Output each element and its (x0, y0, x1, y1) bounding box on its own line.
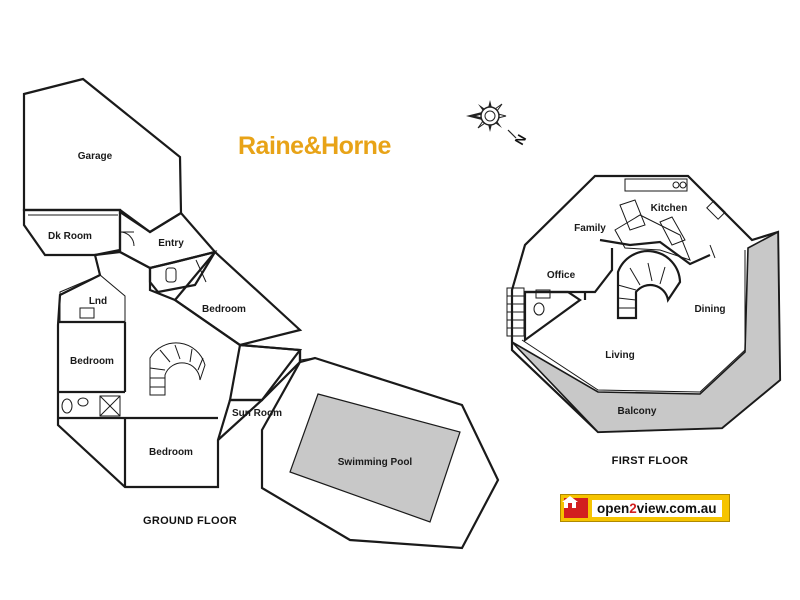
ground-floor-plan (22, 77, 500, 550)
room-label-bedroom-bottom: Bedroom (149, 447, 193, 458)
room-label-swimming-pool: Swimming Pool (338, 457, 413, 468)
open2view-url: open2view.com.au (592, 499, 722, 517)
balcony-area (511, 230, 781, 433)
compass-north-label: N (512, 132, 530, 148)
url-suffix: view.com.au (636, 500, 717, 516)
brand-name: Raine&Horne (238, 132, 391, 160)
room-label-lnd: Lnd (89, 296, 107, 307)
ground-floor-title: GROUND FLOOR (143, 515, 237, 527)
room-label-office: Office (547, 270, 576, 281)
room-label-kitchen: Kitchen (651, 203, 688, 214)
room-label-entry: Entry (158, 238, 184, 249)
pool-area-outline (260, 356, 500, 550)
compass-icon (466, 100, 517, 139)
room-label-dining: Dining (694, 304, 725, 315)
open2view-watermark: open2view.com.au (560, 494, 730, 522)
room-label-bedroom-left: Bedroom (70, 356, 114, 367)
room-label-family: Family (574, 223, 606, 234)
room-label-living: Living (605, 350, 634, 361)
room-label-sun-room: Sun Room (232, 408, 282, 419)
room-label-balcony: Balcony (618, 406, 657, 417)
room-label-bedroom-upper: Bedroom (202, 304, 246, 315)
first-floor-plan (506, 174, 782, 434)
url-digit: 2 (629, 500, 637, 516)
first-floor-title: FIRST FLOOR (612, 455, 689, 467)
room-label-garage: Garage (78, 151, 113, 162)
room-label-dk-room: Dk Room (48, 231, 92, 242)
url-prefix: open (597, 500, 630, 516)
bedroom-upper-outline (173, 250, 303, 347)
raine-horne-logo: Raine&Horne (238, 132, 391, 161)
house-icon (562, 496, 588, 518)
swimming-pool-water (289, 393, 461, 523)
